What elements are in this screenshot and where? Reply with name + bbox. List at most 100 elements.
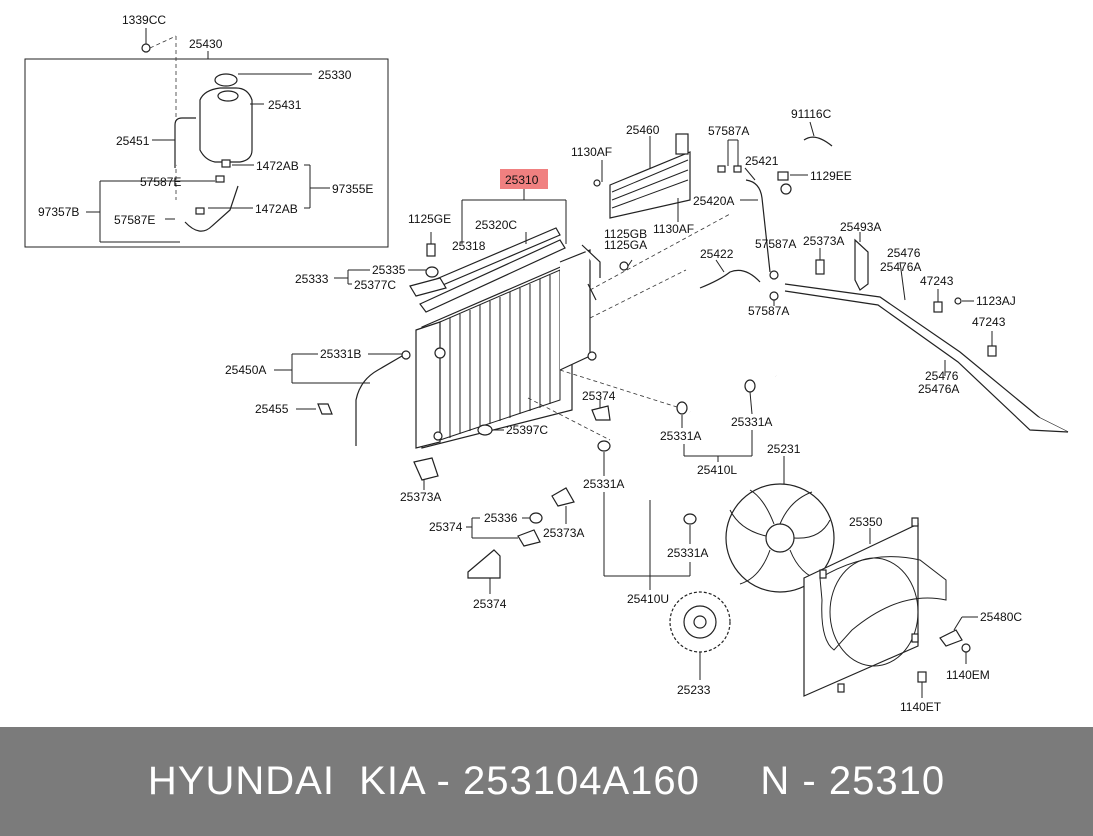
clamp-25331A-b (744, 379, 756, 393)
shroud-25350 (803, 517, 947, 697)
label-25410U: 25410U (627, 592, 669, 606)
label-25476A-2: 25476A (918, 382, 959, 396)
radiator-25310 (415, 227, 601, 449)
clamp-25331A-c (597, 440, 611, 452)
label-25410L: 25410L (697, 463, 737, 477)
label-25331A-3: 25331A (583, 477, 624, 491)
label-25320C: 25320C (475, 218, 517, 232)
label-25421: 25421 (745, 154, 779, 168)
label-25476A-1: 25476A (880, 260, 921, 274)
clip-47243-a (933, 301, 943, 313)
label-25374-1: 25374 (582, 389, 616, 403)
bracket-25373A-mid (551, 487, 575, 507)
part-number-footer: HYUNDAI KIA - 253104A160 N - 25310 (0, 727, 1093, 836)
label-25476-1: 25476 (887, 246, 921, 260)
label-25430: 25430 (189, 37, 223, 51)
bracket-25373A-lower (413, 457, 439, 481)
label-25450A: 25450A (225, 363, 266, 377)
footer-part-number: HYUNDAI KIA - 253104A160 N - 25310 (147, 759, 946, 803)
clip-25455 (317, 403, 333, 415)
coolant-reservoir (174, 73, 253, 232)
clip-47243-b (987, 345, 997, 357)
label-25455: 25455 (255, 402, 289, 416)
label-25451: 25451 (116, 134, 150, 148)
bracket-25493A (854, 238, 869, 291)
label-25331A-4: 25331A (667, 546, 708, 560)
label-1125GA: 1125GA (604, 238, 647, 252)
label-1140EM: 1140EM (946, 668, 990, 682)
bolt-1125GE (426, 232, 436, 257)
label-1472AB-1: 1472AB (256, 159, 299, 173)
label-25373A-1: 25373A (803, 234, 844, 248)
bolt-1339CC (141, 28, 177, 200)
clamp-91116C (803, 121, 833, 147)
label-25374-2: 25374 (429, 520, 463, 534)
bracket-25374-upper (591, 405, 611, 421)
label-25336: 25336 (484, 511, 518, 525)
label-1130AF-2: 1130AF (653, 222, 694, 236)
label-47243-2: 47243 (972, 315, 1006, 329)
label-25420A: 25420A (693, 194, 734, 208)
label-25460: 25460 (626, 123, 660, 137)
bracket-25377C (409, 277, 447, 297)
bolt-1140EM (961, 643, 971, 664)
hose-25421 (745, 179, 771, 273)
label-25374-3: 25374 (473, 597, 507, 611)
clamp-25331A-d (683, 513, 697, 525)
label-25431: 25431 (268, 98, 302, 112)
label-97355E: 97355E (332, 182, 373, 196)
bolt-1129EE (777, 171, 808, 195)
label-1339CC: 1339CC (122, 13, 166, 27)
label-25330: 25330 (318, 68, 352, 82)
clip-25373A-pipe (815, 259, 825, 275)
bracket-25374-lower (467, 549, 501, 579)
label-25331A-1: 25331A (660, 429, 701, 443)
label-25397C: 25397C (506, 423, 548, 437)
label-25493A: 25493A (840, 220, 881, 234)
label-25350: 25350 (849, 515, 883, 529)
label-25318: 25318 (452, 239, 486, 253)
label-57587E-1: 57587E (140, 175, 181, 189)
label-1125GB: 1125GB (604, 227, 647, 241)
label-25233: 25233 (677, 683, 711, 697)
label-1140ET: 1140ET (900, 700, 942, 714)
clamp-25331A-a (676, 401, 688, 415)
bushing-25336 (529, 512, 543, 524)
bolt-1140ET (917, 671, 927, 698)
fan-25231 (725, 483, 835, 593)
label-1130AF-1: 1130AF (571, 145, 612, 159)
bushing-25335 (425, 266, 439, 278)
label-25231: 25231 (767, 442, 801, 456)
label-25310: 25310 (505, 173, 539, 187)
label-57587A-2: 57587A (755, 237, 796, 251)
label-1472AB-2: 1472AB (255, 202, 298, 216)
label-25476-2: 25476 (925, 369, 959, 383)
label-97357B: 97357B (38, 205, 79, 219)
label-1129EE: 1129EE (810, 169, 852, 183)
hose-25422 (699, 269, 761, 289)
oil-cooler-25460 (593, 133, 691, 222)
label-25333: 25333 (295, 272, 329, 286)
reservoir-detail-box (24, 58, 389, 248)
fan-clutch-25233 (669, 591, 731, 653)
label-91116C: 91116C (791, 107, 832, 121)
label-25331A-2: 25331A (731, 415, 772, 429)
clip-57587A-top (717, 139, 742, 173)
label-57587A-1: 57587A (708, 124, 749, 138)
bracket-25374-mid (517, 529, 541, 547)
label-25373A-2: 25373A (400, 490, 441, 504)
label-25422: 25422 (700, 247, 734, 261)
label-25335: 25335 (372, 263, 406, 277)
bracket-25480C (939, 629, 963, 647)
label-25480C: 25480C (980, 610, 1022, 624)
label-25331B: 25331B (320, 347, 361, 361)
label-1125GE: 1125GE (408, 212, 451, 226)
label-47243-1: 47243 (920, 274, 954, 288)
label-57587E-2: 57587E (114, 213, 155, 227)
label-25377C: 25377C (354, 278, 396, 292)
label-57587A-3: 57587A (748, 304, 789, 318)
bolt-1125GA (619, 261, 629, 271)
pipe-25476 (784, 261, 1069, 433)
cushion-25397C (477, 424, 493, 436)
label-1123AJ: 1123AJ (976, 294, 1016, 308)
